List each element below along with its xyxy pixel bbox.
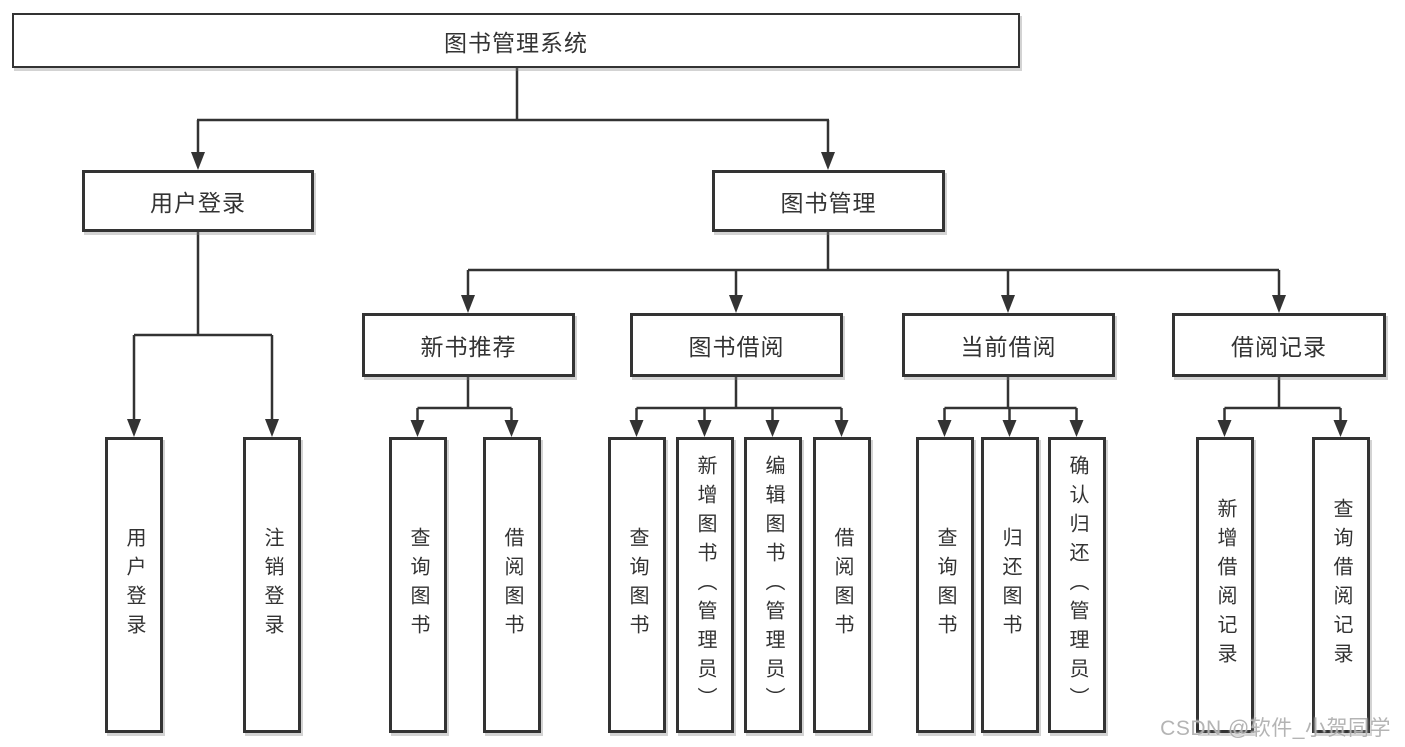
- node-borrow-records: 借阅记录: [1172, 313, 1386, 377]
- arrowhead-icon: [697, 420, 712, 437]
- node-new-book-recommend: 新书推荐: [362, 313, 575, 377]
- arrowhead-icon: [729, 295, 743, 313]
- connector-root-to-level2: [191, 68, 835, 170]
- arrowhead-icon: [504, 420, 519, 437]
- leaf-confirm-return-admin: 确认归还（管理员）: [1048, 437, 1106, 733]
- arrowhead-icon: [1002, 420, 1017, 437]
- csdn-watermark: CSDN @软件_小贺同学: [1160, 717, 1391, 740]
- arrowhead-icon: [1217, 420, 1232, 437]
- node-book-management: 图书管理: [712, 170, 945, 232]
- arrowhead-icon: [937, 420, 952, 437]
- arrowhead-icon: [191, 152, 205, 170]
- connector-user-login-branch: [127, 232, 279, 437]
- leaf-query-books-recommend: 查询图书: [389, 437, 447, 733]
- arrowhead-icon: [834, 420, 849, 437]
- arrowhead-icon: [629, 420, 644, 437]
- arrowhead-icon: [410, 420, 425, 437]
- arrowhead-icon: [1069, 420, 1084, 437]
- arrowhead-icon: [1272, 295, 1286, 313]
- leaf-query-books-borrow: 查询图书: [608, 437, 666, 733]
- connector-new-book-branch: [410, 377, 519, 437]
- node-user-login: 用户登录: [82, 170, 314, 232]
- leaf-add-borrow-record: 新增借阅记录: [1196, 437, 1254, 733]
- connector-book-management-branch: [461, 232, 1286, 313]
- connector-current-borrow-branch: [937, 377, 1084, 437]
- node-library-management-system: 图书管理系统: [12, 13, 1020, 68]
- leaf-user-login: 用户登录: [105, 437, 163, 733]
- arrowhead-icon: [1001, 295, 1015, 313]
- leaf-borrow-books-recommend: 借阅图书: [483, 437, 541, 733]
- leaf-edit-books-admin: 编辑图书（管理员）: [744, 437, 802, 733]
- leaf-return-books: 归还图书: [981, 437, 1039, 733]
- arrowhead-icon: [1333, 420, 1348, 437]
- leaf-logout: 注销登录: [243, 437, 301, 733]
- arrowhead-icon: [461, 295, 475, 313]
- connector-book-borrow-branch: [629, 377, 849, 437]
- connector-borrow-records-branch: [1217, 377, 1348, 437]
- leaf-query-borrow-record: 查询借阅记录: [1312, 437, 1370, 733]
- arrowhead-icon: [821, 152, 835, 170]
- leaf-query-books-current: 查询图书: [916, 437, 974, 733]
- arrowhead-icon: [127, 419, 141, 437]
- node-current-borrow: 当前借阅: [902, 313, 1115, 377]
- node-book-borrow: 图书借阅: [630, 313, 843, 377]
- leaf-borrow-books: 借阅图书: [813, 437, 871, 733]
- arrowhead-icon: [265, 419, 279, 437]
- arrowhead-icon: [765, 420, 780, 437]
- leaf-add-books-admin: 新增图书（管理员）: [676, 437, 734, 733]
